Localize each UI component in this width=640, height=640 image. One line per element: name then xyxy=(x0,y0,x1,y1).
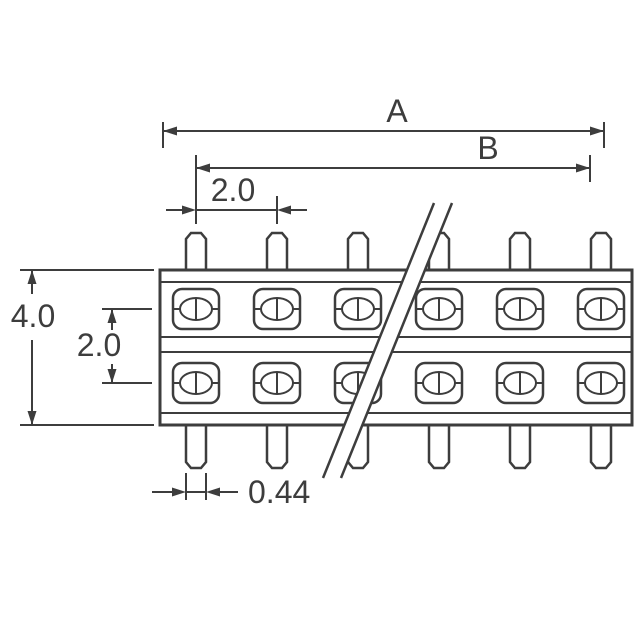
bottom-pin xyxy=(427,421,451,470)
top-pin xyxy=(346,231,370,274)
top-pin xyxy=(265,231,289,274)
dim-pin-pitch: 2.0 xyxy=(166,172,307,224)
contact xyxy=(171,361,221,405)
dim-overall-width: A xyxy=(162,93,605,148)
top-pins xyxy=(184,231,613,274)
bottom-pin xyxy=(508,421,532,470)
bottom-pin xyxy=(265,421,289,470)
dim-body-height: 4.0 xyxy=(11,269,154,426)
dim-row-pitch: 2.0 xyxy=(77,308,152,384)
contact xyxy=(495,361,545,405)
dim-label-pin-width: 0.44 xyxy=(248,474,310,510)
dim-label-a: A xyxy=(386,93,408,129)
top-pin xyxy=(508,231,532,274)
contact xyxy=(333,287,383,331)
dim-label-b: B xyxy=(477,130,498,166)
contact xyxy=(252,287,302,331)
contact xyxy=(576,361,626,405)
bottom-pin xyxy=(184,421,208,470)
dim-pin-span: B xyxy=(195,130,591,224)
contact xyxy=(414,287,464,331)
contact xyxy=(576,287,626,331)
contact xyxy=(414,361,464,405)
dim-label-pitch: 2.0 xyxy=(211,172,255,208)
top-pin xyxy=(589,231,613,274)
contact xyxy=(171,287,221,331)
break-line xyxy=(321,202,454,479)
dim-pin-width: 0.44 xyxy=(152,473,310,510)
contact xyxy=(495,287,545,331)
top-pin xyxy=(184,231,208,274)
contact xyxy=(252,361,302,405)
connector-body xyxy=(158,268,634,427)
dim-label-height: 4.0 xyxy=(11,298,55,334)
bottom-pin xyxy=(589,421,613,470)
bottom-pins xyxy=(184,421,613,470)
dim-label-row-pitch: 2.0 xyxy=(77,327,121,363)
